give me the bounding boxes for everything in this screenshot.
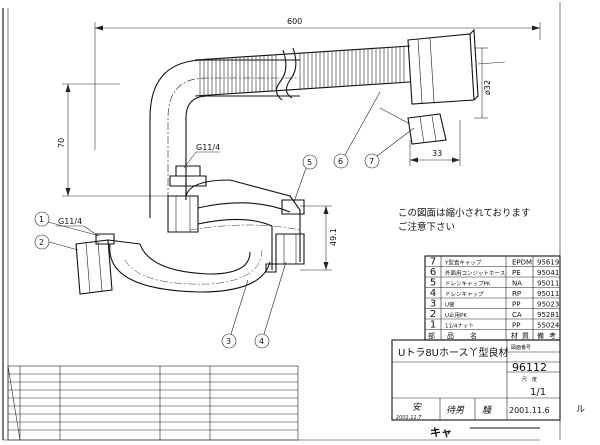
- parts-cell-name: Y型直キャップ: [444, 259, 482, 267]
- dimension-600: 600: [94, 17, 541, 150]
- svg-text:1: 1: [39, 215, 44, 224]
- callout-3: 3: [221, 279, 249, 349]
- parts-cell-material: EPDM: [512, 259, 532, 267]
- parts-cell-material: PP: [512, 301, 520, 309]
- parts-cell-no: 2: [430, 309, 436, 320]
- parts-cell-no: 4: [430, 288, 436, 299]
- note-line-1: この図面は縮小されております: [398, 207, 530, 219]
- parts-cell-code: 95619: [537, 259, 559, 267]
- end-coupling: [407, 28, 506, 105]
- signature-date-left: 2001.11.7: [396, 415, 422, 421]
- dimension-33-label: 33: [432, 149, 442, 158]
- revision-block: [7, 365, 299, 441]
- drawing-number: 96112: [512, 361, 547, 374]
- svg-text:3: 3: [226, 337, 231, 346]
- parts-cell-name: U止用PK: [445, 311, 467, 319]
- parts-cell-material: PE: [512, 269, 521, 277]
- svg-text:7: 7: [369, 157, 374, 166]
- parts-cell-no: 7: [430, 257, 436, 268]
- parts-cell-code: 95281: [537, 311, 559, 319]
- svg-text:5: 5: [307, 158, 312, 167]
- callout-2: 2: [34, 234, 79, 251]
- scale-label: 尺 度: [522, 376, 537, 383]
- dimension-dia-32-label: ø32: [483, 80, 492, 95]
- parts-cell-name: ドレンキャップPK: [445, 281, 491, 288]
- signature-mid: 待男: [446, 405, 465, 416]
- svg-text:4: 4: [259, 337, 264, 346]
- parts-footer-label: 部: [428, 331, 435, 340]
- dimension-49: 49.1: [300, 205, 338, 271]
- dimension-49-label: 49.1: [329, 228, 338, 246]
- date-value: 2001.11.6: [509, 406, 550, 415]
- maker-mark: キャ: [430, 426, 452, 439]
- parts-cell-no: 6: [430, 267, 436, 278]
- corrugated-hose: [194, 45, 411, 101]
- parts-cell-code: 55024: [537, 322, 560, 330]
- svg-text:2: 2: [39, 238, 44, 247]
- parts-cell-code: 95041: [537, 269, 559, 277]
- callout-4: 4: [254, 261, 287, 349]
- parts-cell-material: CA: [512, 311, 522, 319]
- parts-cell-material: NA: [512, 280, 522, 288]
- title-block: Uトラ8Uホース丫型良材 図面番号 96112 尺 度 1/1 2001.11.…: [391, 339, 561, 439]
- dimension-33: 33: [409, 120, 461, 166]
- parts-cell-material: PP: [512, 322, 520, 330]
- callout-7: 7: [364, 127, 415, 169]
- parts-footer-label: 名: [470, 331, 477, 340]
- parts-cell-name: 11/4ナット: [445, 323, 474, 330]
- reduction-note: この図面は縮小されております ご注意下さい: [398, 207, 530, 233]
- thread-label-left: G11/4: [58, 217, 82, 226]
- dimension-70-label: 70: [57, 138, 66, 148]
- parts-cell-no: 5: [430, 278, 436, 289]
- signature-left: 安: [412, 402, 422, 413]
- dimension-dia-32: ø32: [474, 47, 492, 119]
- callout-5: 5: [293, 154, 318, 203]
- parts-cell-code: 95011: [537, 280, 559, 288]
- parts-cell-name: U管: [445, 301, 455, 309]
- parts-table: 7 Y型直キャップ EPDM 95619 6 外面用コンジットホース PE 95041 5 ドレン…: [424, 255, 561, 341]
- dimension-600-label: 600: [287, 17, 302, 26]
- callout-1: 1: [34, 211, 101, 237]
- u-trap-body: [75, 165, 305, 295]
- dimension-70: 70: [57, 83, 170, 197]
- note-line-2: ご注意下さい: [398, 221, 455, 233]
- parts-cell-code: 95011: [537, 290, 559, 298]
- u-hose-upper: [149, 59, 300, 200]
- drawing-number-label: 図面番号: [511, 344, 531, 351]
- signature-right: 騒: [482, 405, 493, 416]
- parts-footer-label: 考: [549, 332, 556, 340]
- callout-6: 6: [333, 91, 381, 169]
- scale-value: 1/1: [530, 387, 546, 398]
- parts-footer-label: 材: [511, 331, 518, 340]
- parts-cell-name: ドレンキャップ: [445, 291, 484, 298]
- parts-cell-no: 1: [430, 320, 436, 331]
- drawing-title: Uトラ8Uホース丫型良材: [398, 346, 509, 359]
- parts-footer-label: 質: [522, 331, 529, 340]
- svg-text:6: 6: [338, 157, 343, 166]
- thread-label-top: G11/4: [196, 143, 220, 152]
- parts-footer-label: 品: [447, 332, 454, 340]
- parts-cell-code: 95023: [537, 301, 559, 309]
- callouts: 1 2 3 4 5 6 7: [34, 91, 415, 349]
- parts-cell-material: RP: [512, 290, 521, 298]
- parts-footer-label: 備: [537, 331, 544, 340]
- parts-cell-name: 外面用コンジットホース: [445, 269, 505, 277]
- y-cap: [379, 107, 447, 145]
- parts-cell-no: 3: [430, 299, 436, 310]
- page-mark: ル: [576, 405, 585, 415]
